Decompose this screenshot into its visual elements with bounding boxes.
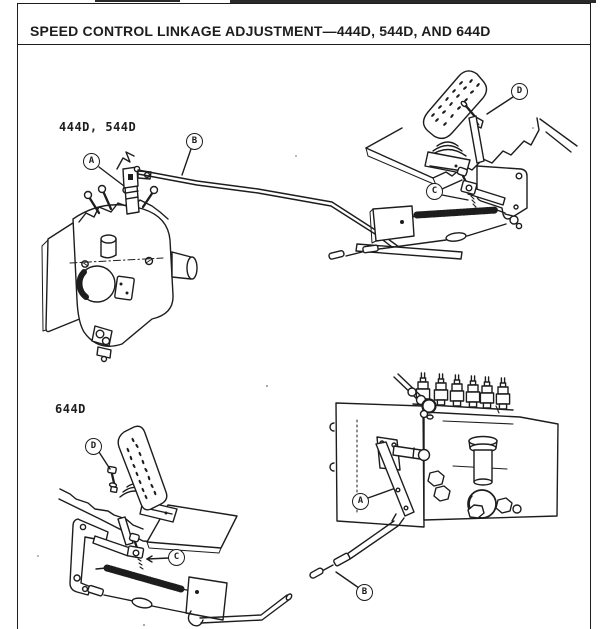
fuel-line-fittings <box>393 373 437 420</box>
control-rod-444d <box>137 169 400 251</box>
callout-d-fig2: D <box>85 438 102 455</box>
adjusting-screw-444d <box>456 166 478 211</box>
callout-leader-lines <box>98 96 514 589</box>
title-divider <box>18 44 591 45</box>
control-cable-444d <box>328 223 507 260</box>
callout-c-fig1: C <box>426 183 443 200</box>
return-spring-644d <box>95 564 197 593</box>
return-spring-444d <box>406 206 506 222</box>
adjusting-screw-644d <box>126 532 145 570</box>
callout-b-fig1: B <box>186 133 203 150</box>
pedal-tread-texture <box>431 79 480 126</box>
callout-b-fig2: B <box>356 584 373 601</box>
callout-a-fig1: A <box>83 153 100 170</box>
page-title: SPEED CONTROL LINKAGE ADJUSTMENT—444D, 5… <box>30 23 491 40</box>
accelerator-pedal-444d <box>422 70 488 140</box>
callout-c-fig2: C <box>168 549 185 566</box>
injection-pump-444d-illustration <box>41 151 198 363</box>
callout-d-fig1: D <box>511 83 528 100</box>
speed-control-lever-644d <box>375 436 431 517</box>
scan-artifact <box>230 0 596 3</box>
control-cable-644d <box>87 584 293 627</box>
hand-primer-pump <box>468 435 498 486</box>
pedal-assembly-444d-illustration <box>328 70 578 260</box>
accelerator-pedal-644d <box>117 425 168 511</box>
pedal-bolt-644d <box>107 465 118 494</box>
page-border-frame <box>17 3 591 629</box>
pedal-assembly-644d-illustration <box>58 425 293 627</box>
figure-label-444d-544d: 444D, 544D <box>59 120 137 134</box>
pedal-tread-texture <box>126 437 157 500</box>
scan-artifact <box>95 0 180 2</box>
figure-label-644d: 644D <box>55 402 86 416</box>
fuel-filter-housing <box>427 470 522 519</box>
control-rod-644d <box>309 513 405 579</box>
injection-pump-644d-illustration <box>309 372 559 579</box>
callout-a-fig2: A <box>352 493 369 510</box>
